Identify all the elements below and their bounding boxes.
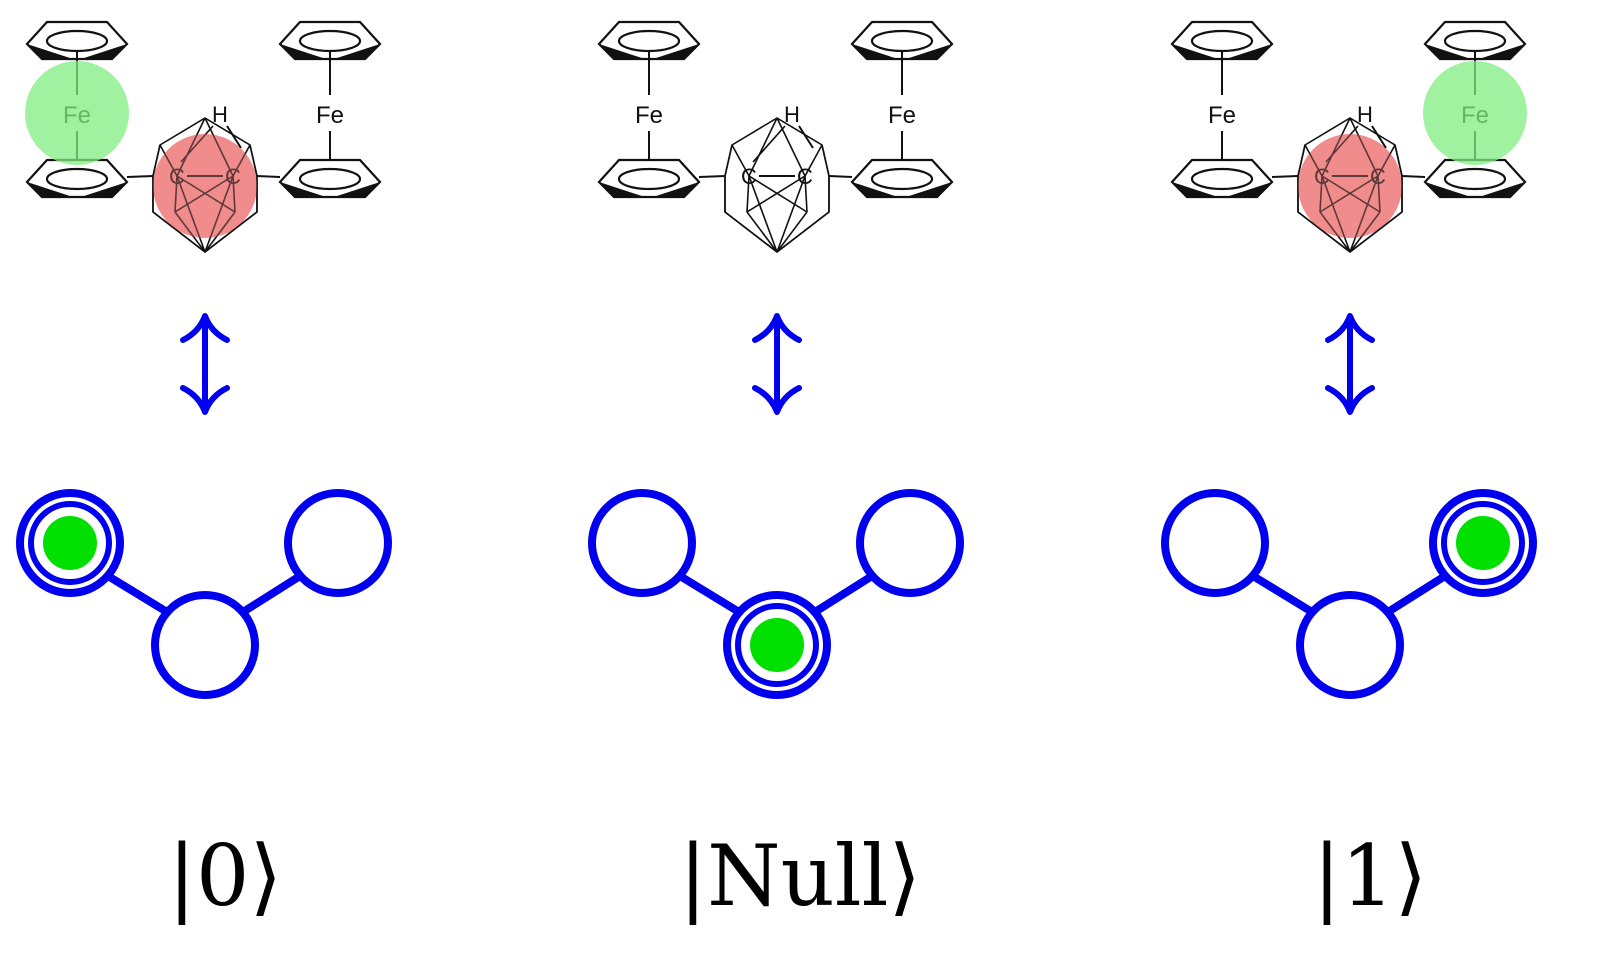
ferrocene-left: Fe: [597, 20, 701, 199]
ket-label-state-1: |1⟩: [1313, 827, 1428, 925]
top-cp-ring-right: [1423, 20, 1527, 61]
site-node-right: [856, 489, 964, 597]
charge-dot-right: [1456, 516, 1510, 570]
site-node-left: [1161, 489, 1269, 597]
site-graph: [588, 489, 964, 699]
site-graph: [16, 489, 392, 699]
double-headed-vertical-arrow-icon: [180, 313, 230, 415]
fe-label-left: Fe: [635, 102, 663, 129]
carborane-cage: C C H: [152, 102, 258, 254]
carbon-label-right: C: [797, 164, 813, 189]
bottom-cp-ring-left: [25, 158, 129, 199]
top-cp-ring-right: [850, 20, 954, 61]
double-headed-vertical-arrow-icon: [1325, 313, 1375, 415]
carborane-highlight: [1298, 134, 1402, 238]
occupied-ring-center: [735, 603, 819, 687]
charge-dot-left: [43, 516, 97, 570]
fe-label-right: Fe: [316, 102, 344, 129]
fe-label-left: Fe: [1208, 102, 1236, 129]
carborane-ferrocene-molecule: Fe FeC C H: [597, 20, 954, 254]
fe-label-right: Fe: [888, 102, 916, 129]
ferrocene-right: Fe: [278, 20, 382, 199]
bottom-cp-ring-right: [278, 158, 382, 199]
carbon-label-left: C: [1314, 164, 1330, 189]
hydrogen-label: H: [784, 102, 800, 127]
top-cp-ring-right: [278, 20, 382, 61]
carbon-label-right: C: [1370, 164, 1386, 189]
carborane-cage: C C H: [724, 102, 830, 254]
top-cp-ring-left: [25, 20, 129, 61]
site-node-left: [588, 489, 696, 597]
double-headed-vertical-arrow-icon: [752, 313, 802, 415]
ket-label-state-null: |Null⟩: [679, 827, 921, 925]
ket-label-state-0: |0⟩: [168, 827, 283, 925]
bottom-cp-ring-right: [1423, 158, 1527, 199]
bottom-cp-ring-left: [597, 158, 701, 199]
carborane-highlight: [153, 134, 257, 238]
carborane-cage: C C H: [1297, 102, 1403, 254]
site-node-right: [284, 489, 392, 597]
fe-highlight-right: [1423, 61, 1527, 165]
ferrocene-left: Fe: [1170, 20, 1274, 199]
ferrocene-right: Fe: [850, 20, 954, 199]
hydrogen-label: H: [1357, 102, 1373, 127]
charge-dot-center: [750, 618, 804, 672]
fe-highlight-left: [25, 61, 129, 165]
panel-state-null: Fe FeC C H |Null⟩: [588, 20, 964, 925]
carbon-label-left: C: [169, 164, 185, 189]
hydrogen-label: H: [212, 102, 228, 127]
site-node-center: [1296, 591, 1404, 699]
top-cp-ring-left: [597, 20, 701, 61]
carbon-label-left: C: [741, 164, 757, 189]
carbon-label-right: C: [225, 164, 241, 189]
bottom-cp-ring-left: [1170, 158, 1274, 199]
site-graph: [1161, 489, 1537, 699]
bottom-cp-ring-right: [850, 158, 954, 199]
occupied-ring-left: [28, 501, 112, 585]
occupied-ring-right: [1441, 501, 1525, 585]
site-node-center: [151, 591, 259, 699]
top-cp-ring-left: [1170, 20, 1274, 61]
